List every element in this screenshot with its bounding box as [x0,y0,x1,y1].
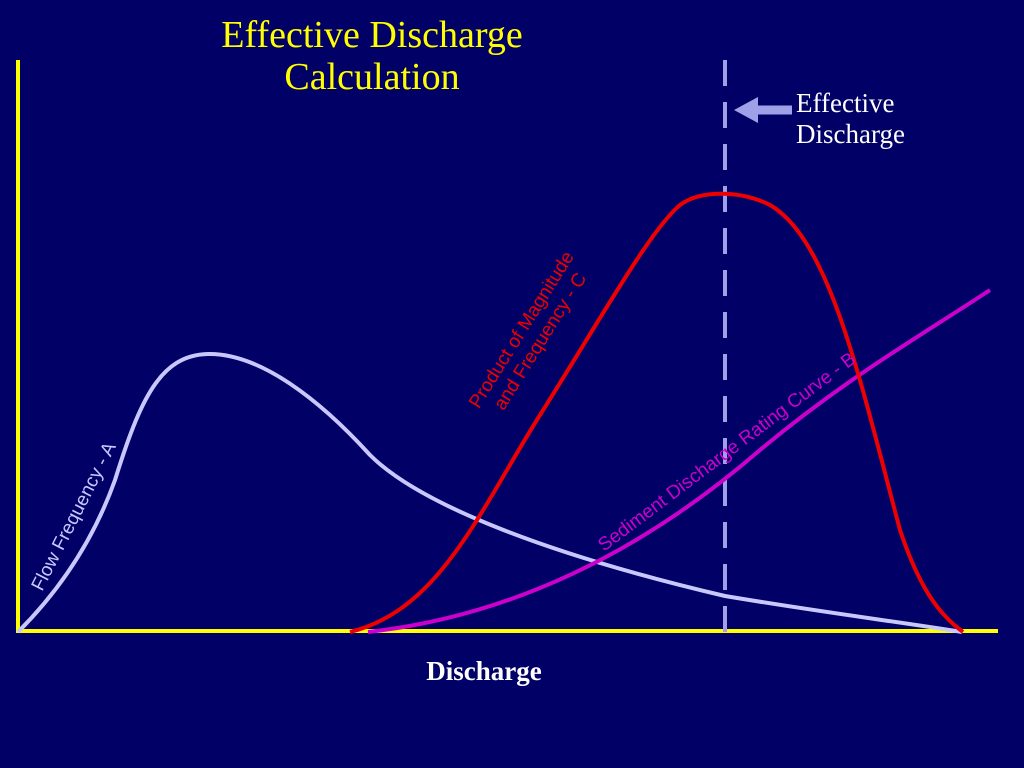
product-curve [349,191,965,634]
effective-discharge-label-line-1: Effective [796,88,895,118]
x-axis-label: Discharge [426,656,542,686]
flow-frequency-curve [16,351,963,634]
effective-discharge-label-line-2: Discharge [796,119,905,149]
arrow-left-icon [734,97,792,123]
sediment-rating-curve [367,288,992,634]
title-line-1: Effective Discharge [221,14,523,56]
title-line-2: Calculation [284,56,460,98]
slide-title: Effective Discharge Calculation [0,14,744,98]
sediment-rating-label: Sediment Discharge Rating Curve - B [594,349,860,556]
flow-frequency-label: Flow Frequency - A [28,439,121,595]
product-label: Product of Magnitude and Frequency - C [465,248,591,414]
effective-discharge-label: Effective Discharge [796,88,905,150]
